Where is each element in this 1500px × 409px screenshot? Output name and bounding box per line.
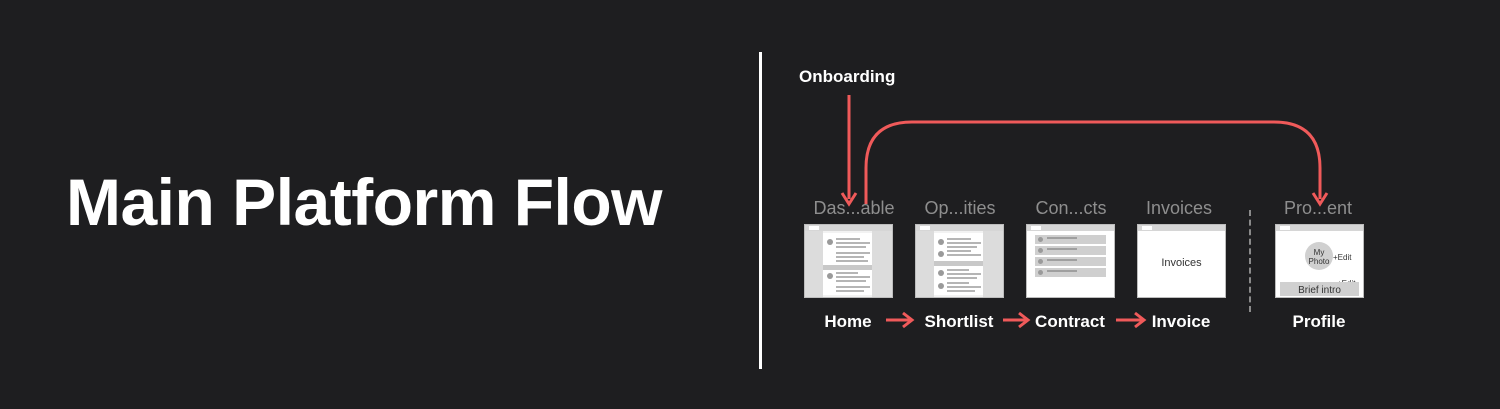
thumb-side-right [983,231,1003,297]
profile-thumbnail[interactable]: My Photo +Edit +Edit Brief intro [1275,224,1364,298]
step-label-invoice: Invoice [1151,312,1211,331]
thumb-nav-bar [1138,225,1225,231]
step-arrowhead-3 [1134,311,1147,329]
dashed-separator [1249,210,1251,312]
edit-photo-label: +Edit [1333,253,1352,262]
thumb-contract-row [1035,268,1106,277]
thumb-side-left [805,231,823,297]
step-label-contract: Contract [1035,312,1105,331]
invoices-thumbnail[interactable]: Invoices [1137,224,1226,298]
step-arrowhead-2 [1018,311,1031,329]
thumb-row [827,271,870,285]
thumb-contract-row [1035,235,1106,244]
screen-title-opportunities: Op...ities [924,198,996,218]
profile-loop-arrowhead [1311,192,1329,207]
onboarding-label: Onboarding [799,67,896,86]
step-arrowhead-1 [902,311,915,329]
profile-loop-arrow [864,120,1322,204]
thumb-nav-bar [805,225,892,231]
contracts-thumbnail[interactable] [1026,224,1115,298]
thumb-row [827,251,870,265]
intro-box: Brief intro [1280,282,1359,296]
screen-title-dashboard: Das...able [813,198,895,218]
thumb-row [938,237,981,251]
thumb-contract-row [1035,257,1106,266]
screen-title-profile: Pro...ent [1283,198,1353,218]
thumb-row [938,281,981,295]
thumb-band [934,261,983,266]
main-title: Main Platform Flow [66,165,663,239]
step-label-home: Home [824,312,872,331]
thumb-contract-row [1035,246,1106,255]
thumb-nav-bar [916,225,1003,231]
thumb-nav-bar [1276,225,1363,231]
thumb-row [938,268,981,282]
thumb-row [827,285,870,297]
screen-title-contracts: Con...cts [1035,198,1107,218]
invoices-thumb-text: Invoices [1161,257,1202,269]
thumb-row [827,237,870,251]
vertical-divider [759,52,762,369]
thumb-nav-bar [1027,225,1114,231]
thumb-side-left [916,231,934,297]
thumb-side-right [872,231,892,297]
photo-placeholder: My Photo [1305,242,1333,270]
step-label-shortlist: Shortlist [924,312,994,331]
thumb-row [938,249,981,263]
onboarding-arrowhead [840,192,858,207]
opportunities-thumbnail[interactable] [915,224,1004,298]
thumb-band [823,265,872,270]
step-label-profile: Profile [1292,312,1346,331]
dashboard-thumbnail[interactable] [804,224,893,298]
screen-title-invoices: Invoices [1145,198,1213,218]
